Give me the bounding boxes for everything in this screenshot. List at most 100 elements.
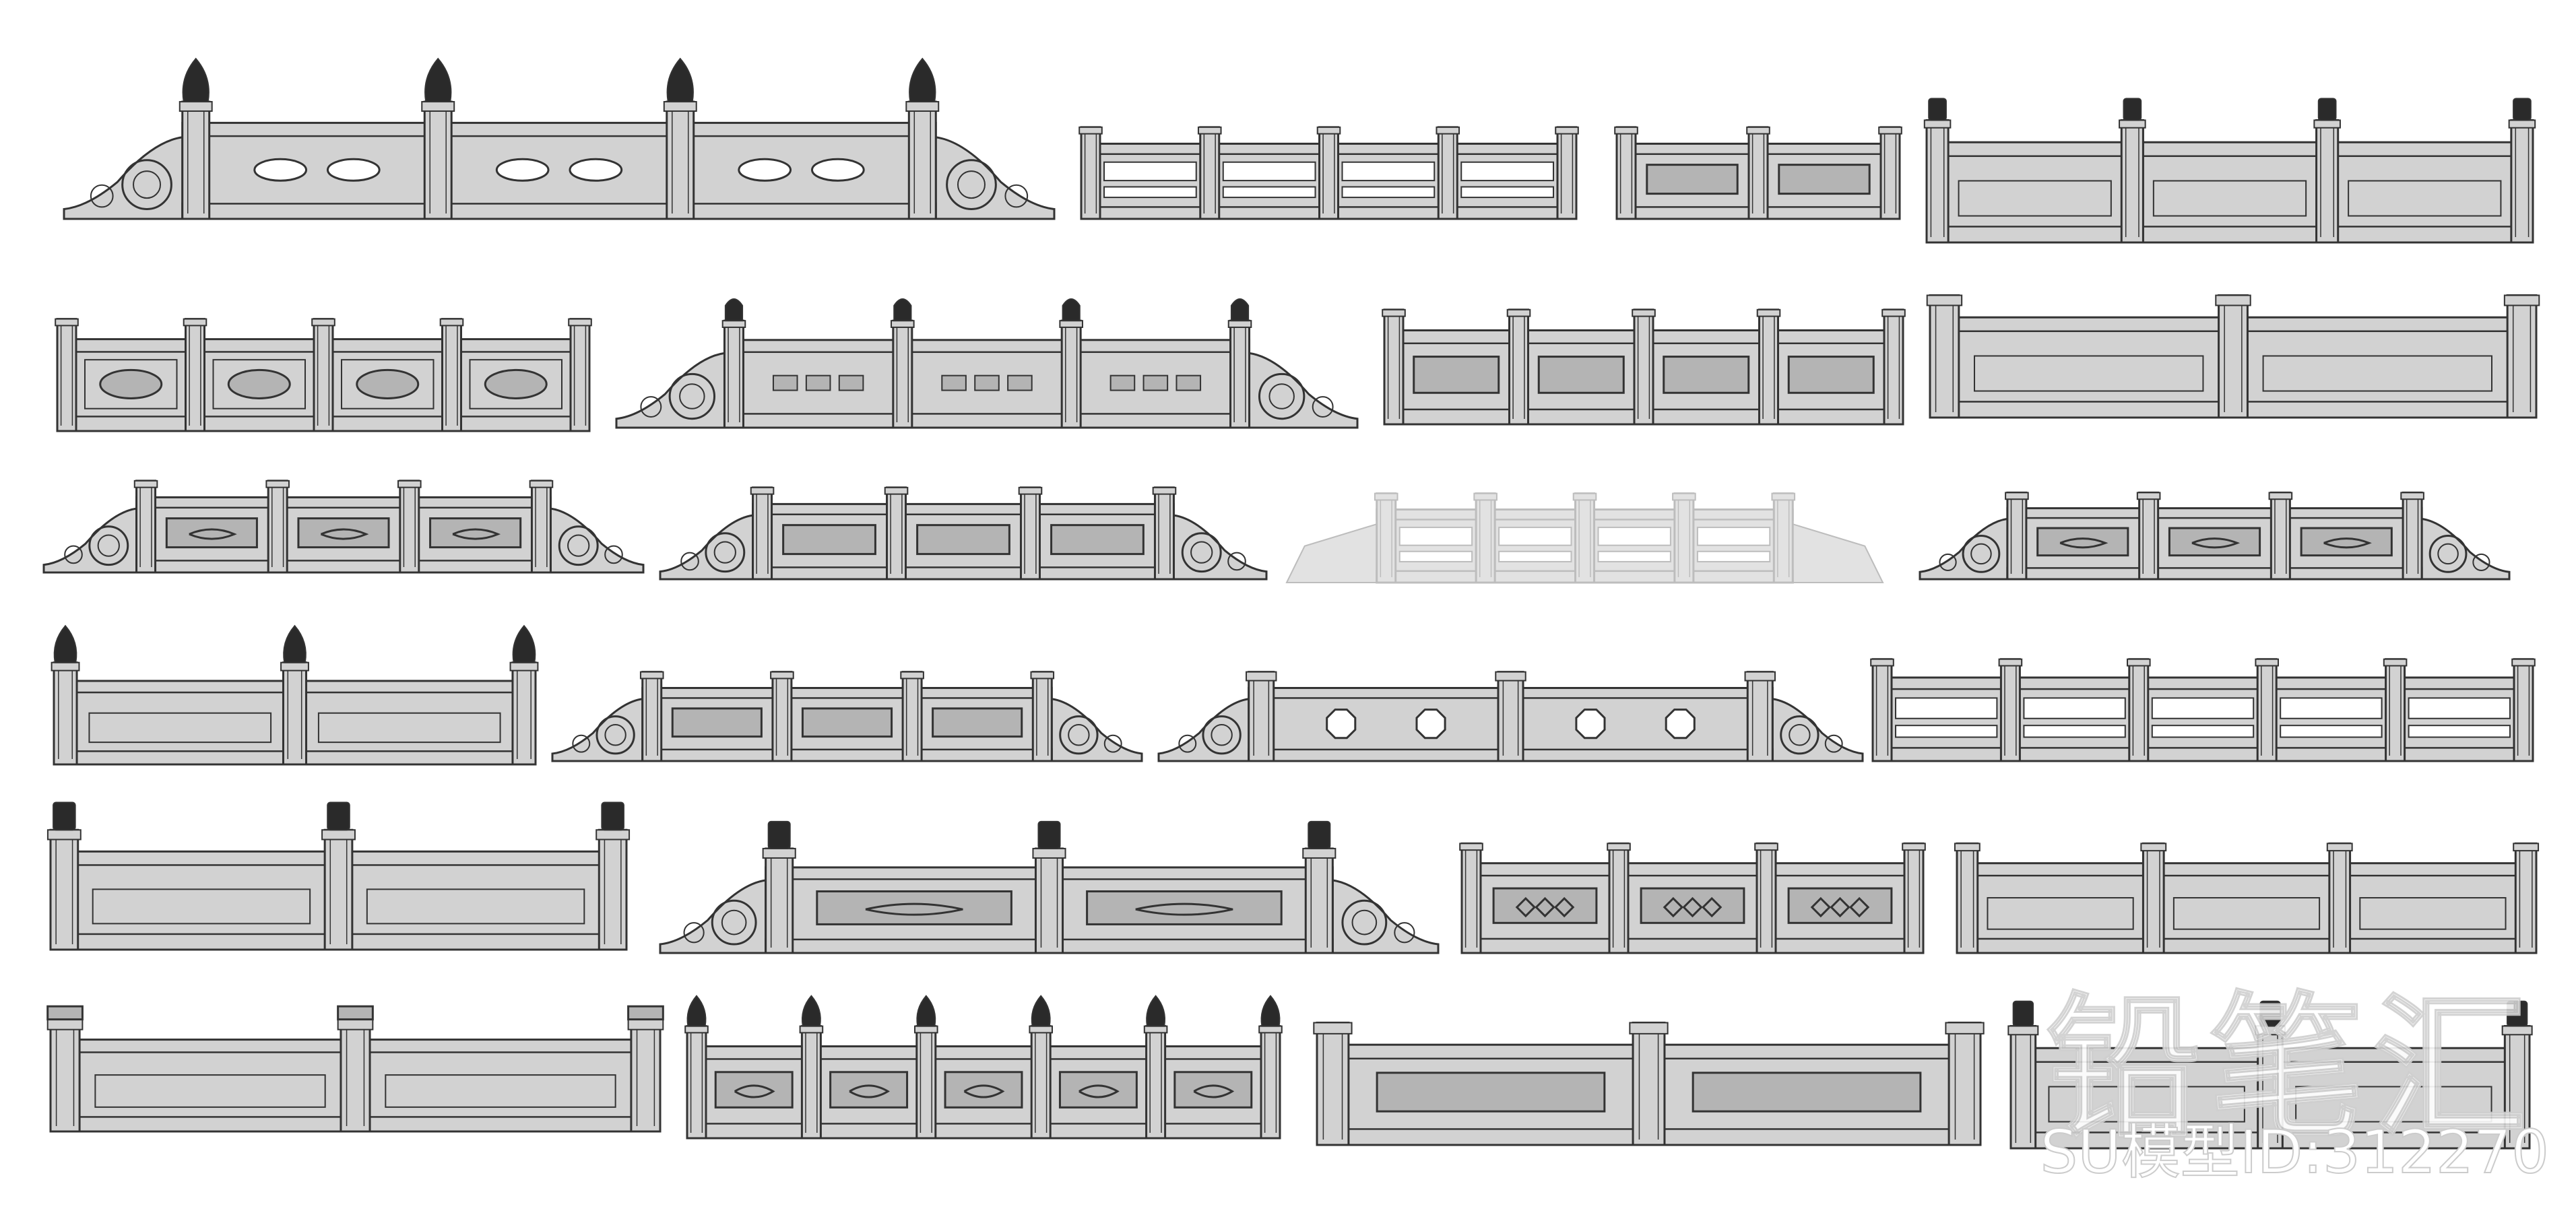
post — [915, 1025, 937, 1140]
post — [1956, 842, 1979, 954]
carved-motif — [849, 1084, 890, 1098]
scroll-medallion — [2428, 534, 2468, 573]
post — [901, 671, 923, 762]
post-finial — [424, 57, 452, 103]
carved-motif — [2059, 537, 2108, 549]
post — [1497, 671, 1524, 762]
solid-panel — [2348, 180, 2502, 217]
post-finial — [1308, 820, 1331, 849]
solid-panel — [2172, 897, 2321, 930]
baluster-panel — [79, 1051, 342, 1118]
inset-panel — [1173, 1071, 1253, 1109]
post — [340, 1018, 371, 1133]
top-rail — [686, 1045, 1281, 1061]
post — [1248, 671, 1275, 762]
post-finial — [916, 995, 936, 1027]
scroll-medallion — [705, 532, 746, 573]
base-beam — [1925, 225, 2534, 244]
post-finial — [1146, 995, 1165, 1027]
post — [1747, 126, 1769, 220]
square-inset — [1176, 374, 1202, 391]
railing-r2-3 — [1382, 308, 1906, 426]
rail-opening — [2408, 697, 2511, 719]
post — [2128, 658, 2150, 762]
post — [181, 100, 211, 220]
post-finial — [1260, 995, 1281, 1027]
post — [1632, 1021, 1666, 1146]
rail-opening — [1460, 161, 1554, 182]
post — [2120, 119, 2144, 244]
scroll-medallion — [88, 525, 129, 566]
post — [765, 847, 794, 954]
post — [1145, 1025, 1167, 1140]
post-finial — [1230, 298, 1250, 322]
post — [2328, 842, 2352, 954]
post — [511, 661, 537, 766]
railing-r1-4 — [1923, 98, 2536, 244]
post-finial — [686, 995, 707, 1027]
railing-r1-3 — [1614, 126, 1902, 220]
railing-r6-2 — [684, 995, 1283, 1140]
carved-motif — [1078, 1084, 1120, 1098]
post — [1153, 486, 1175, 581]
scroll-medallion — [1341, 899, 1388, 946]
oval-opening — [253, 158, 308, 182]
diamond-motif — [1535, 896, 1555, 918]
scroll-medallion — [121, 159, 172, 210]
post-cap — [46, 1005, 84, 1021]
railing-r3-3 — [1285, 492, 1884, 584]
post — [423, 100, 453, 220]
solid-panel — [385, 1074, 616, 1108]
solid-panel — [1974, 355, 2204, 392]
post — [666, 100, 695, 220]
post-finial — [283, 624, 307, 663]
post — [1030, 1025, 1052, 1140]
oval-opening — [810, 158, 865, 182]
post — [686, 1025, 707, 1140]
rail-opening — [1341, 161, 1436, 182]
post — [1883, 308, 1904, 426]
cloud-opening — [356, 368, 420, 399]
diamond-motif — [1515, 896, 1537, 918]
post — [441, 318, 462, 432]
square-inset — [838, 374, 864, 391]
baluster-panel — [693, 135, 910, 205]
solid-panel — [2359, 897, 2507, 930]
railing-r6-4 — [2007, 1000, 2533, 1150]
post — [1229, 319, 1251, 429]
inset-panel — [1778, 164, 1871, 195]
post — [49, 1018, 81, 1133]
scroll-medallion — [1181, 532, 1222, 573]
baluster-panel — [1522, 697, 1749, 750]
square-inset — [805, 374, 831, 391]
inset-panel — [1646, 164, 1739, 195]
baluster-panel — [451, 135, 668, 205]
post — [282, 661, 308, 766]
octagon-opening — [1575, 709, 1606, 739]
post — [1316, 1021, 1350, 1146]
base-beam — [752, 566, 1175, 581]
post — [1199, 126, 1221, 220]
railing-r5-2 — [659, 820, 1440, 954]
base-beam — [1871, 746, 2534, 762]
railing-r5-1 — [46, 801, 631, 951]
baluster-panel — [77, 864, 326, 935]
post — [2218, 294, 2249, 419]
rail-opening — [1103, 161, 1197, 182]
railing-r6-1 — [46, 1005, 664, 1133]
post-finial — [2317, 98, 2337, 121]
baluster-panel — [2337, 156, 2512, 228]
post — [2503, 1024, 2531, 1150]
carved-motif — [2323, 537, 2372, 549]
baluster-panel — [76, 692, 284, 752]
baluster-panel — [1947, 156, 2123, 228]
top-rail — [723, 339, 1251, 354]
diamond-motif — [1701, 896, 1722, 918]
post-finial — [893, 298, 912, 322]
top-rail — [641, 687, 1053, 700]
post-finial — [327, 801, 350, 831]
post — [2513, 658, 2534, 762]
post — [1772, 492, 1794, 584]
post-finial — [53, 624, 77, 663]
post — [1758, 308, 1779, 426]
